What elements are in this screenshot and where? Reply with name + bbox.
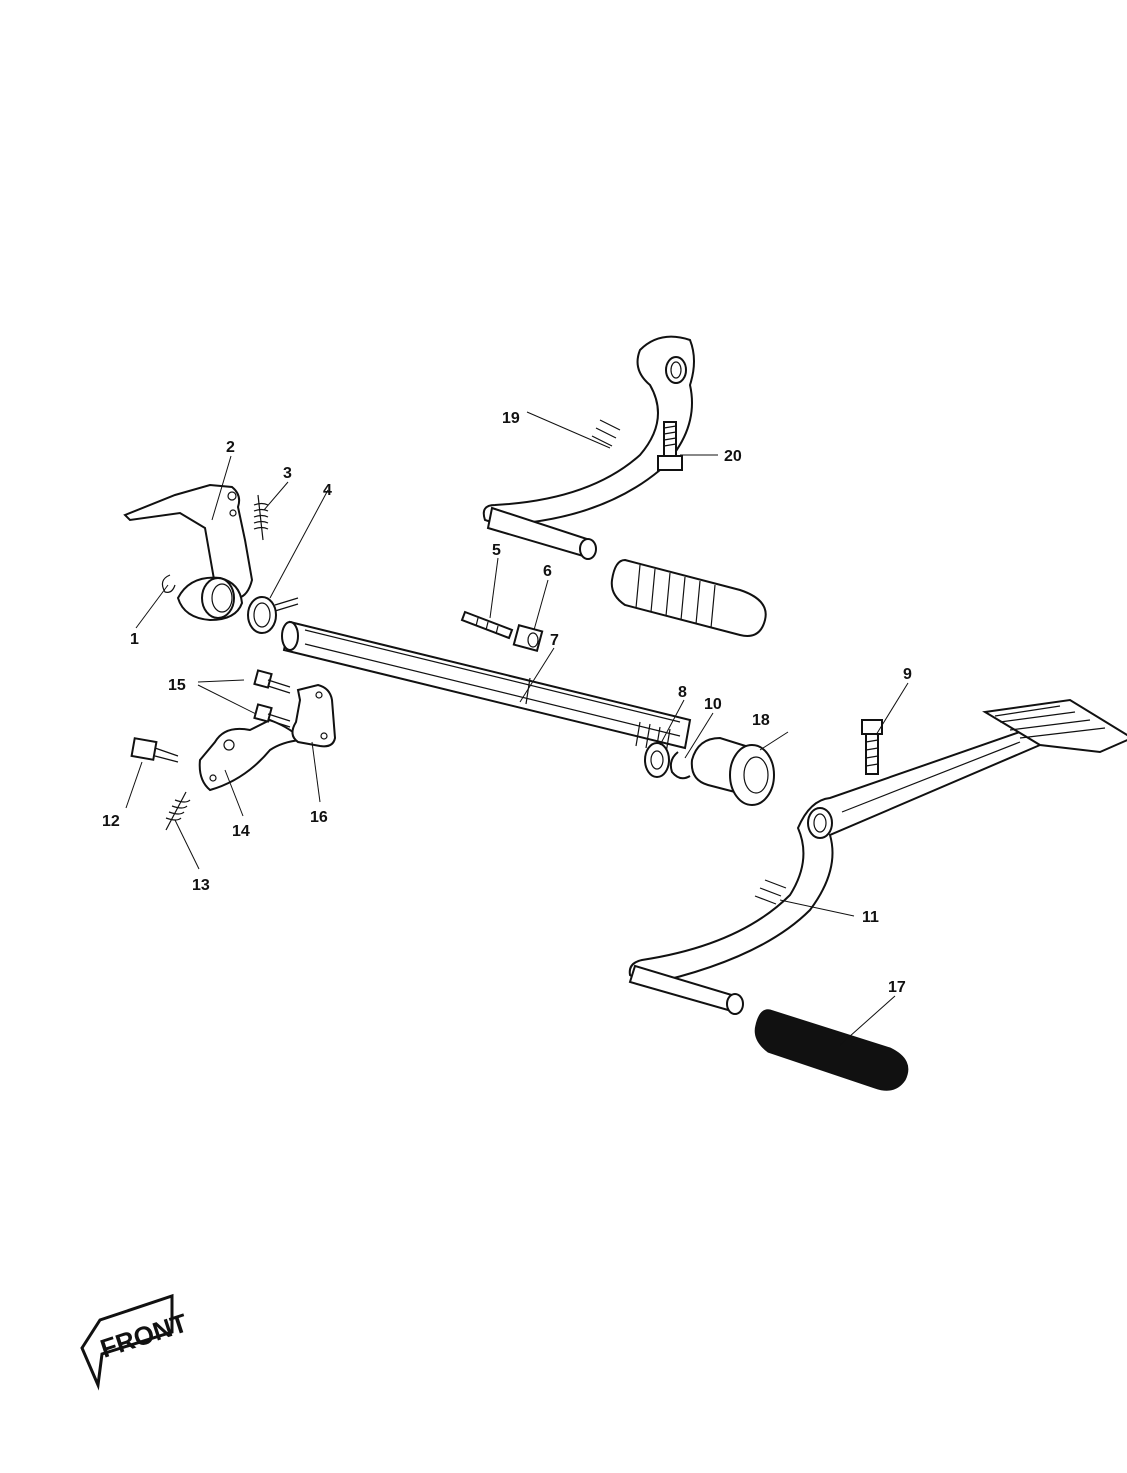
part-5-pin <box>460 610 514 640</box>
callout-19: 19 <box>502 410 520 427</box>
callout-4: 4 <box>323 482 332 499</box>
callout-11: 11 <box>862 909 879 926</box>
callout-9: 9 <box>903 666 912 683</box>
callout-3: 3 <box>283 465 292 482</box>
part-19-upper-lever <box>482 335 695 560</box>
part-17-footpeg-rubber <box>754 1009 909 1091</box>
callout-17: 17 <box>888 979 906 996</box>
part-15-bolts <box>253 669 291 728</box>
callout-2: 2 <box>226 439 235 456</box>
callout-8: 8 <box>678 684 687 701</box>
part-16-plate <box>291 683 337 748</box>
part-18-collar <box>690 736 775 806</box>
leader-lines <box>125 411 909 1046</box>
part-8-washer <box>644 742 670 778</box>
part-1-shift-collar <box>161 574 244 622</box>
part-7-shaft <box>281 620 692 754</box>
front-arrow-icon: FRONT <box>80 1293 191 1391</box>
part-14-arm <box>198 718 302 792</box>
callout-1: 1 <box>130 631 139 648</box>
part-9-bolt <box>861 719 883 775</box>
part-10-circlip <box>669 751 691 780</box>
part-11-lower-lever <box>628 698 1127 1015</box>
callout-13: 13 <box>192 877 210 894</box>
part-3-spring <box>253 494 269 541</box>
part-20-bolt <box>657 421 683 471</box>
callout-12: 12 <box>102 813 120 830</box>
footpeg-rubber-upper <box>610 558 767 637</box>
callout-10: 10 <box>704 696 722 713</box>
callout-18: 18 <box>752 712 770 729</box>
part-6-nut <box>512 624 544 652</box>
callout-6: 6 <box>543 563 552 580</box>
part-12-bolt <box>130 737 179 763</box>
callout-5: 5 <box>492 542 501 559</box>
callout-numbers: 1 2 3 4 5 6 7 8 9 10 11 12 13 14 15 16 1… <box>102 410 912 996</box>
callout-7: 7 <box>550 632 559 649</box>
part-2-shift-arm <box>123 483 254 600</box>
callout-20: 20 <box>724 448 742 465</box>
part-13-spring <box>165 791 191 831</box>
callout-15: 15 <box>168 677 186 694</box>
callout-14: 14 <box>232 823 250 840</box>
part-4-spring-washer <box>247 596 299 634</box>
callout-16: 16 <box>310 809 328 826</box>
